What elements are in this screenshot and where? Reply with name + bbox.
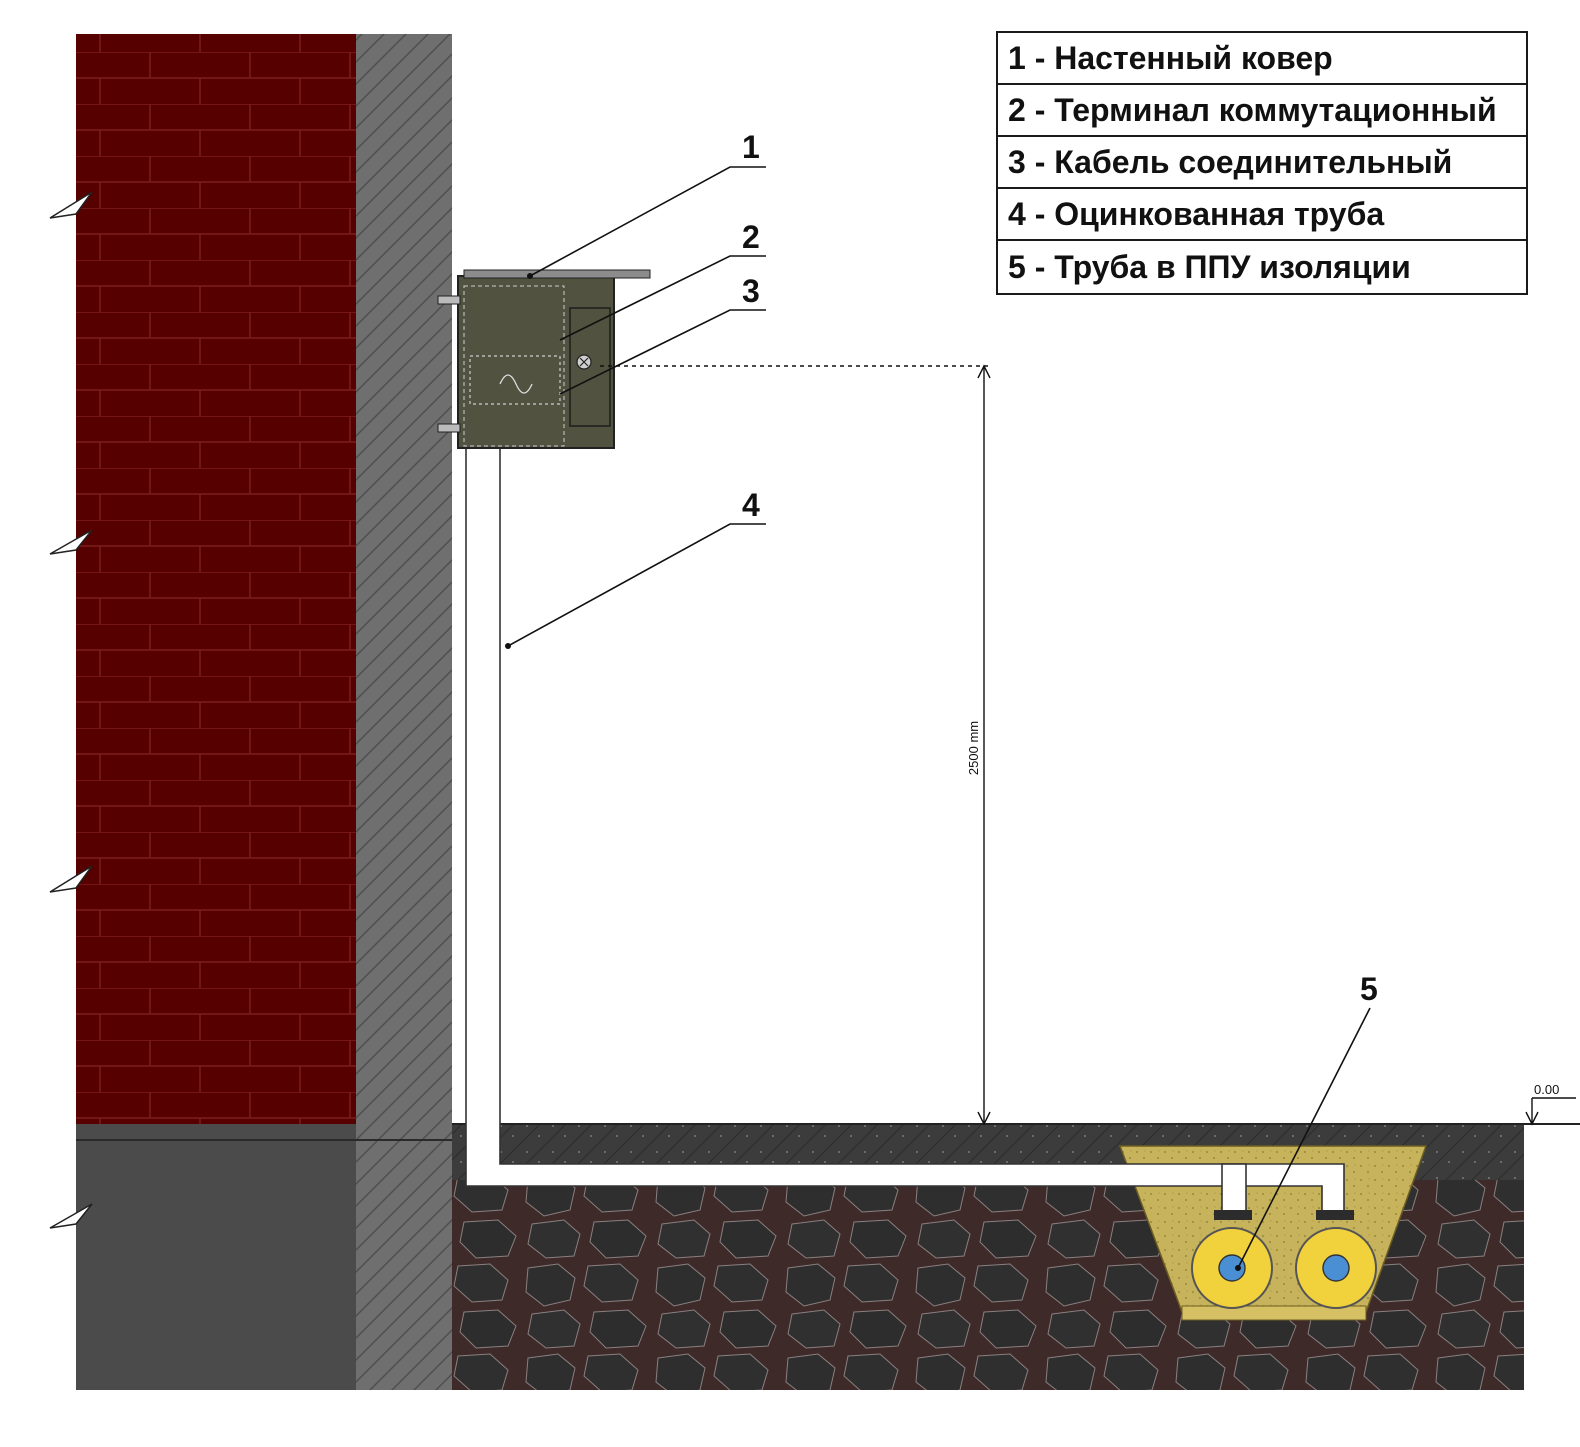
legend-item-3: 3 - Кабель соединительный <box>998 137 1526 189</box>
callout-3: 3 <box>742 273 760 309</box>
ppu-pipe-right <box>1295 1227 1377 1309</box>
foundation-insulation <box>356 1124 452 1390</box>
legend-item-4: 4 - Оцинкованная труба <box>998 189 1526 241</box>
legend-item-1: 1 - Настенный ковер <box>998 33 1526 85</box>
brick-wall <box>76 34 356 1124</box>
legend-item-2: 2 - Терминал коммутационный <box>998 85 1526 137</box>
dimension-label: 2500 mm <box>966 721 981 775</box>
legend-table: 1 - Настенный ковер 2 - Терминал коммута… <box>996 31 1528 295</box>
pipe-riser-right <box>1221 1163 1247 1213</box>
trench-base <box>1181 1305 1367 1321</box>
level-mark-label: 0.00 <box>1534 1082 1559 1097</box>
callout-2: 2 <box>742 219 760 255</box>
legend-item-5: 5 - Труба в ППУ изоляции <box>1008 248 1411 285</box>
foundation <box>76 1124 356 1390</box>
callout-5: 5 <box>1360 971 1378 1007</box>
galvanized-pipe <box>465 439 1345 1213</box>
height-dimension <box>600 364 991 1126</box>
leader-lines <box>507 166 1371 1269</box>
wall-cabinet <box>437 269 651 449</box>
callout-4: 4 <box>742 487 760 523</box>
ppu-pipe-left <box>1191 1227 1273 1309</box>
level-mark <box>1525 1097 1576 1126</box>
wall-insulation <box>356 34 452 1124</box>
callout-1: 1 <box>742 129 760 165</box>
break-marks <box>49 191 93 1229</box>
